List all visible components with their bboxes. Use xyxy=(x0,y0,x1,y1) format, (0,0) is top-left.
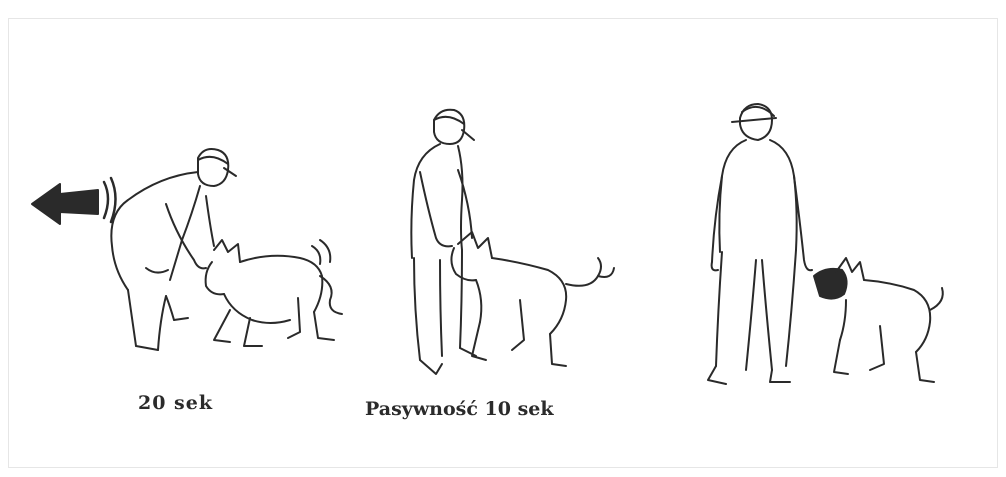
motion-lines-icon xyxy=(104,178,116,222)
arrow-left-icon xyxy=(32,184,98,224)
man-front-figure xyxy=(708,104,812,384)
panel-1-scene xyxy=(32,149,342,350)
man-standing-figure xyxy=(411,110,476,374)
panel-2-caption: Pasywność 10 sek xyxy=(365,398,554,420)
dog-figure xyxy=(206,240,342,346)
panel-3-scene xyxy=(708,104,943,384)
dog-figure xyxy=(451,232,614,366)
man-bending-figure xyxy=(111,149,236,350)
panel-1-caption: 20 sek xyxy=(138,392,213,414)
dog-figure xyxy=(814,258,943,382)
panel-2-scene xyxy=(411,110,614,374)
